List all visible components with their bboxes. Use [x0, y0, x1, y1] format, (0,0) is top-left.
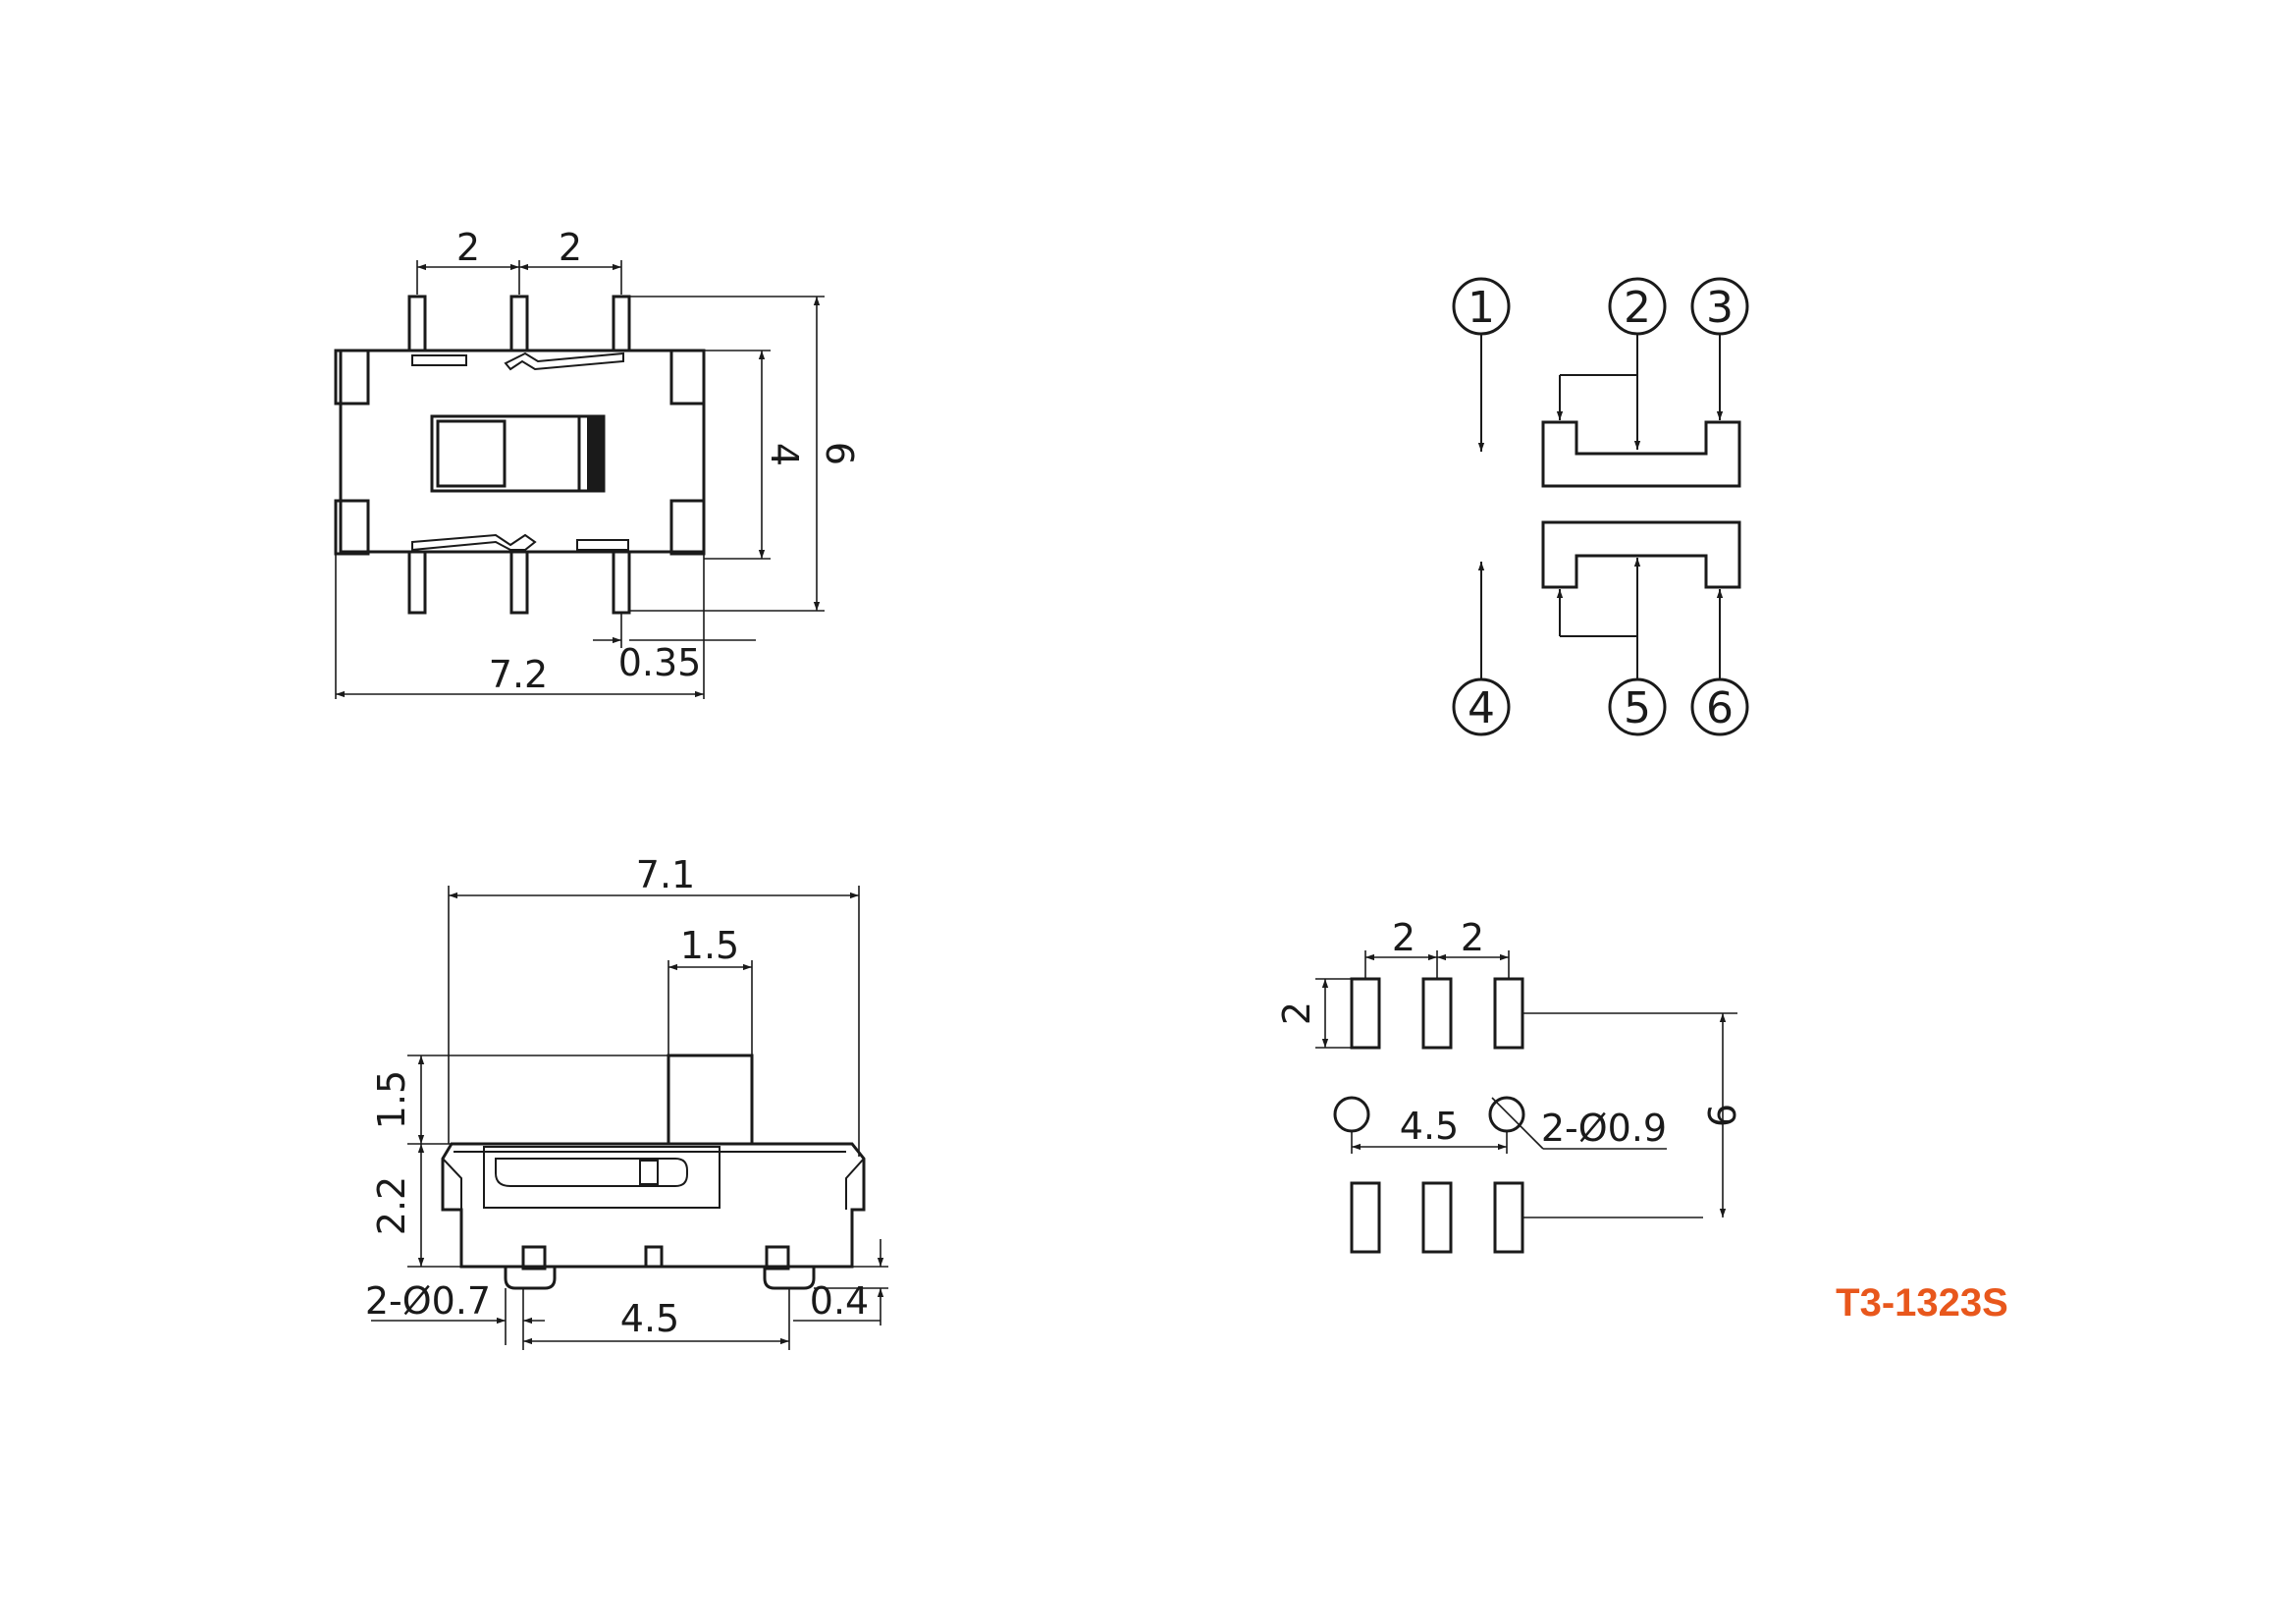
pad-bottom-2	[1421, 1181, 1453, 1254]
dim-pad-length: 2	[1275, 1001, 1318, 1025]
side-view: 7.1 1.5 1.5 2.2 2-Ø0.7 4.5 0.4	[365, 853, 888, 1350]
pad-top-2	[1421, 977, 1453, 1050]
corner-tab-tr	[669, 349, 706, 406]
housing-left-edge	[441, 1143, 462, 1210]
dim-actuator-width: 1.5	[680, 924, 739, 967]
dim-pin-width: 0.35	[618, 641, 702, 684]
pin-5-label: 5	[1624, 683, 1651, 733]
pin-2-label: 2	[1624, 283, 1651, 333]
dim-post-spacing: 4.5	[620, 1297, 679, 1340]
top-pin-3	[612, 295, 631, 352]
pad-top-3	[1493, 977, 1524, 1050]
corner-tab-br	[669, 499, 706, 556]
dim-pad-pitch-right: 2	[1461, 916, 1484, 959]
housing-right-edge	[845, 1143, 866, 1210]
contact-bar-upper	[1541, 420, 1741, 488]
top-pin-1	[407, 295, 427, 352]
locating-hole-right	[1488, 1096, 1525, 1133]
pad-top-1	[1350, 977, 1381, 1050]
switch-body	[339, 349, 706, 554]
dim-pad-pitch-left: 2	[1392, 916, 1415, 959]
bottom-pin-2	[509, 550, 529, 615]
contact-spring-top	[504, 352, 624, 371]
locating-hole-left	[1333, 1096, 1370, 1133]
slider-knob	[436, 419, 507, 488]
contact-spring-bottom	[411, 533, 537, 552]
pcb-layout: 2 2 2 6 4.5 2-Ø0.9	[1275, 916, 1744, 1254]
top-view: 2 2 4 6 0.35 7.2	[334, 226, 861, 699]
hole-diameter-leader	[1491, 1097, 1544, 1150]
pin-1-label: 1	[1468, 283, 1495, 333]
slider-slot	[495, 1158, 688, 1187]
dim-overall-height: 6	[818, 442, 861, 465]
corner-tab-tl	[334, 349, 370, 406]
top-pin-2	[509, 295, 529, 352]
pin-3-label: 3	[1706, 283, 1734, 333]
corner-tab-bl	[334, 499, 370, 556]
dim-body-length: 7.2	[489, 653, 548, 696]
foot-right	[765, 1245, 790, 1271]
dim-post-diameter: 2-Ø0.7	[365, 1279, 491, 1323]
post-right	[763, 1265, 816, 1290]
pad-bottom-1	[1350, 1181, 1381, 1254]
dim-overall-length: 7.1	[636, 853, 695, 896]
actuator	[667, 1054, 754, 1146]
bottom-pin-3	[612, 550, 631, 615]
foot-middle	[644, 1245, 664, 1269]
contact-strip-bottom	[576, 539, 629, 551]
contact-strip-top	[411, 354, 467, 366]
pin-schematic: 1 2 3 4 5 6	[1452, 277, 1749, 736]
dim-pitch-left: 2	[456, 226, 480, 269]
pad-bottom-3	[1493, 1181, 1524, 1254]
dim-row-spacing: 6	[1701, 1104, 1744, 1127]
dim-pitch-right: 2	[559, 226, 582, 269]
dim-hole-spacing: 4.5	[1400, 1105, 1459, 1148]
post-left	[504, 1265, 557, 1290]
contact-bar-lower	[1541, 520, 1741, 589]
bottom-pin-1	[407, 550, 427, 615]
slider-end	[587, 416, 604, 491]
dim-actuator-height: 1.5	[370, 1070, 413, 1129]
dim-hole-diameter: 2-Ø0.9	[1541, 1107, 1667, 1150]
slider-tab	[639, 1160, 659, 1185]
pin-6-label: 6	[1706, 683, 1734, 733]
foot-left	[521, 1245, 547, 1271]
dim-standoff: 0.4	[810, 1279, 869, 1323]
pin-4-label: 4	[1468, 683, 1495, 733]
dim-body-height: 2.2	[370, 1176, 413, 1235]
part-number: T3-1323S	[1836, 1281, 2008, 1325]
dim-body-height: 4	[763, 443, 806, 466]
inner-frame	[483, 1146, 721, 1209]
